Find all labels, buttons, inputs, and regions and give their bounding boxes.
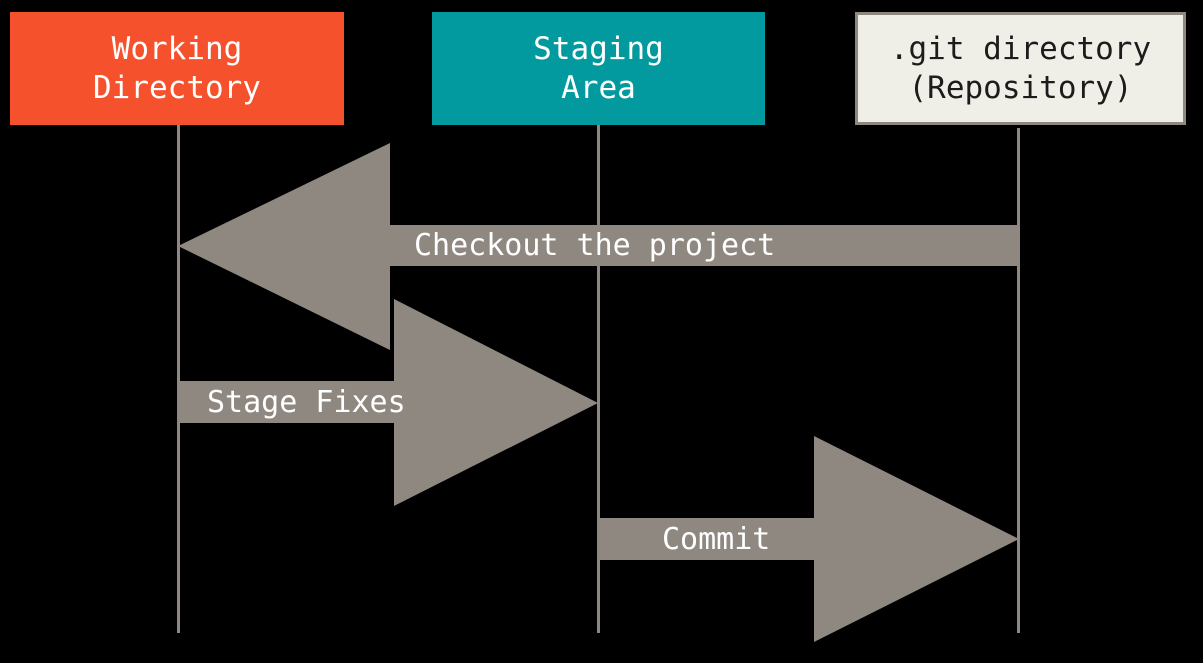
- commit-arrow-label: Commit: [662, 522, 771, 557]
- lifeline-git-directory: [1017, 128, 1020, 633]
- lifeline-staging-area: [597, 125, 600, 633]
- node-staging-area-line2: Area: [561, 69, 636, 106]
- stage-fixes-arrow-icon[interactable]: [178, 299, 598, 506]
- node-working-directory-line1: Working: [111, 30, 243, 67]
- commit-arrow-icon[interactable]: [598, 436, 1019, 642]
- node-working-directory[interactable]: Working Directory: [10, 12, 344, 125]
- node-working-directory-line2: Directory: [93, 69, 261, 106]
- checkout-arrow-icon[interactable]: [178, 143, 1019, 350]
- lifeline-working-directory: [177, 125, 180, 633]
- node-git-directory-line2: (Repository): [908, 69, 1133, 106]
- checkout-arrow-label: Checkout the project: [414, 228, 776, 263]
- node-staging-area[interactable]: Staging Area: [432, 12, 765, 125]
- node-staging-area-line1: Staging: [533, 30, 664, 67]
- node-git-directory-line1: .git directory: [889, 30, 1152, 67]
- stage-fixes-arrow-label: Stage Fixes: [207, 385, 406, 420]
- node-git-directory[interactable]: .git directory (Repository): [855, 12, 1186, 125]
